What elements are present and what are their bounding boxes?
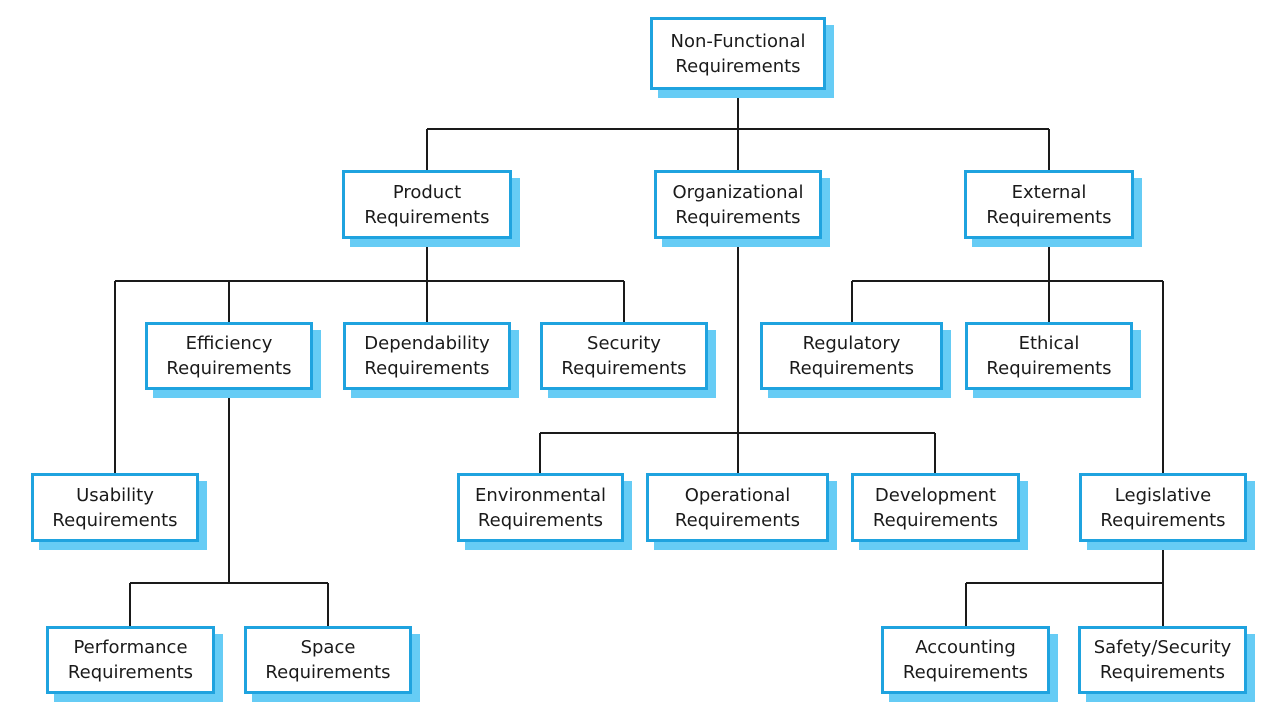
node-label-line-1: Space [300,637,356,658]
node-development-requirements: Development Requirements [851,473,1028,550]
node-box: Non-Functional Requirements [650,17,826,90]
node-box: Accounting Requirements [881,626,1050,694]
node-label-line-2: Requirements [364,206,490,228]
node-label-line-2: Requirements [674,509,801,531]
node-box: Environmental Requirements [457,473,624,542]
node-label-line-2: Requirements [561,358,687,379]
node-ethical-requirements: Ethical Requirements [965,322,1141,398]
node-label-line-1: Regulatory [802,333,901,354]
node-label-line-2: Requirements [265,662,391,683]
node-label-line-1: Security [587,333,661,354]
node-product-requirements: Product Requirements [342,170,520,247]
node-box: Security Requirements [540,322,708,390]
node-performance-requirements: Performance Requirements [46,626,223,702]
node-label-line-1: Product [392,181,462,203]
node-box: Product Requirements [342,170,512,239]
node-label-line-2: Requirements [67,662,194,683]
node-external-requirements: External Requirements [964,170,1142,247]
node-label-line-1: Non-Functional [670,30,806,52]
node-label-line-2: Requirements [675,206,801,228]
node-label-line-2: Requirements [1100,509,1226,531]
node-box: Legislative Requirements [1079,473,1247,542]
node-box: Efficiency Requirements [145,322,313,390]
node-label-line-1: Accounting [915,637,1016,658]
node-regulatory-requirements: Regulatory Requirements [760,322,951,398]
node-security-requirements: Security Requirements [540,322,716,398]
node-label-line-1: External [1011,181,1087,203]
node-label-line-2: Requirements [52,509,178,531]
node-label-line-2: Requirements [1099,662,1226,683]
node-label-line-1: Ethical [1018,333,1080,354]
node-label-line-2: Requirements [788,358,915,379]
node-label-line-2: Requirements [364,358,490,379]
node-label-line-2: Requirements [872,509,999,531]
node-accounting-requirements: Accounting Requirements [881,626,1058,702]
node-box: Regulatory Requirements [760,322,943,390]
node-label-line-1: Legislative [1114,484,1212,506]
node-box: Development Requirements [851,473,1020,542]
node-label-line-1: Efficiency [185,333,273,354]
node-box: External Requirements [964,170,1134,239]
node-label-line-1: Development [874,484,997,506]
node-label-line-2: Requirements [166,358,292,379]
node-label-line-1: Performance [73,637,188,658]
node-label-line-1: Dependability [364,333,490,354]
node-box: Organizational Requirements [654,170,822,239]
node-label-line-2: Requirements [986,358,1112,379]
node-legislative-requirements: Legislative Requirements [1079,473,1255,550]
node-efficiency-requirements: Efficiency Requirements [145,322,321,398]
node-label-line-2: Requirements [902,662,1029,683]
node-box: Usability Requirements [31,473,199,542]
node-safety-security-requirements: Safety/Security Requirements [1078,626,1255,702]
node-box: Performance Requirements [46,626,215,694]
node-box: Ethical Requirements [965,322,1133,390]
node-label-line-1: Safety/Security [1093,637,1232,658]
node-box: Dependability Requirements [343,322,511,390]
node-label-line-2: Requirements [986,206,1112,228]
node-box: Safety/Security Requirements [1078,626,1247,694]
node-label-line-1: Usability [76,484,154,506]
node-usability-requirements: Usability Requirements [31,473,207,550]
node-label-line-1: Organizational [672,181,804,203]
node-label-line-2: Requirements [477,509,604,531]
node-label-line-1: Environmental [475,484,606,506]
node-non-functional-requirements: Non-Functional Requirements [650,17,834,98]
node-space-requirements: Space Requirements [244,626,420,702]
node-box: Space Requirements [244,626,412,694]
node-organizational-requirements: Organizational Requirements [654,170,830,247]
node-dependability-requirements: Dependability Requirements [343,322,519,398]
node-operational-requirements: Operational Requirements [646,473,837,550]
node-environmental-requirements: Environmental Requirements [457,473,632,550]
node-box: Operational Requirements [646,473,829,542]
node-label-line-1: Operational [684,484,791,506]
node-label-line-2: Requirements [675,55,801,77]
